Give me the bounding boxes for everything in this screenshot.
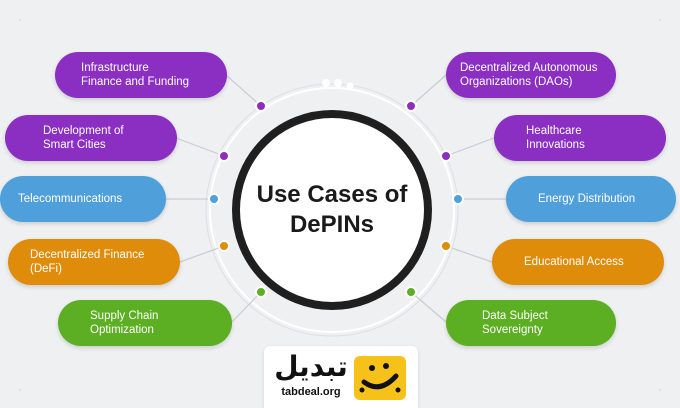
use-case-label: Decentralized Autonomous Organizations (… [460, 62, 598, 88]
use-case-educational-access: Educational Access [492, 239, 664, 285]
ring-dots [208, 100, 464, 298]
use-case-data-sovereignty: Data Subject Sovereignty [446, 300, 616, 346]
use-case-label: Supply Chain Optimization [90, 310, 159, 336]
tabdeal-smile-icon [354, 356, 406, 400]
outer-ring [209, 87, 455, 333]
use-case-supply-chain: Supply Chain Optimization [58, 300, 232, 346]
logo-url: tabdeal.org [281, 386, 341, 398]
use-case-energy-distribution: Energy Distribution [506, 176, 676, 222]
use-case-defi: Decentralized Finance (DeFi) [8, 239, 180, 285]
use-case-infrastructure-finance: Infrastructure Finance and Funding [55, 52, 227, 98]
center-title: Use Cases of DePINs [256, 181, 408, 238]
use-case-label: Educational Access [524, 256, 624, 268]
use-case-label: Development of Smart Cities [43, 125, 124, 151]
logo-arabic-text: تبدیل [274, 351, 348, 382]
use-case-label: Infrastructure Finance and Funding [81, 62, 190, 88]
use-case-smart-cities: Development of Smart Cities [5, 115, 177, 161]
tabdeal-logo: تبدیل tabdeal.org [264, 346, 418, 408]
use-case-label: Decentralized Finance (DeFi) [30, 249, 145, 275]
connectors [166, 74, 506, 323]
background-pattern [18, 18, 662, 392]
use-case-telecommunications: Telecommunications [0, 176, 166, 222]
use-case-daos: Decentralized Autonomous Organizations (… [446, 52, 616, 98]
outer-ring-shadow [205, 83, 459, 337]
ring-top-dots [322, 79, 354, 90]
use-case-label: Telecommunications [18, 193, 123, 205]
use-case-healthcare: Healthcare Innovations [494, 115, 666, 161]
use-case-label: Data Subject Sovereignty [482, 310, 548, 336]
use-case-label: Healthcare Innovations [526, 125, 585, 151]
center-circle: Use Cases of DePINs [232, 110, 432, 310]
use-case-label: Energy Distribution [538, 193, 636, 205]
